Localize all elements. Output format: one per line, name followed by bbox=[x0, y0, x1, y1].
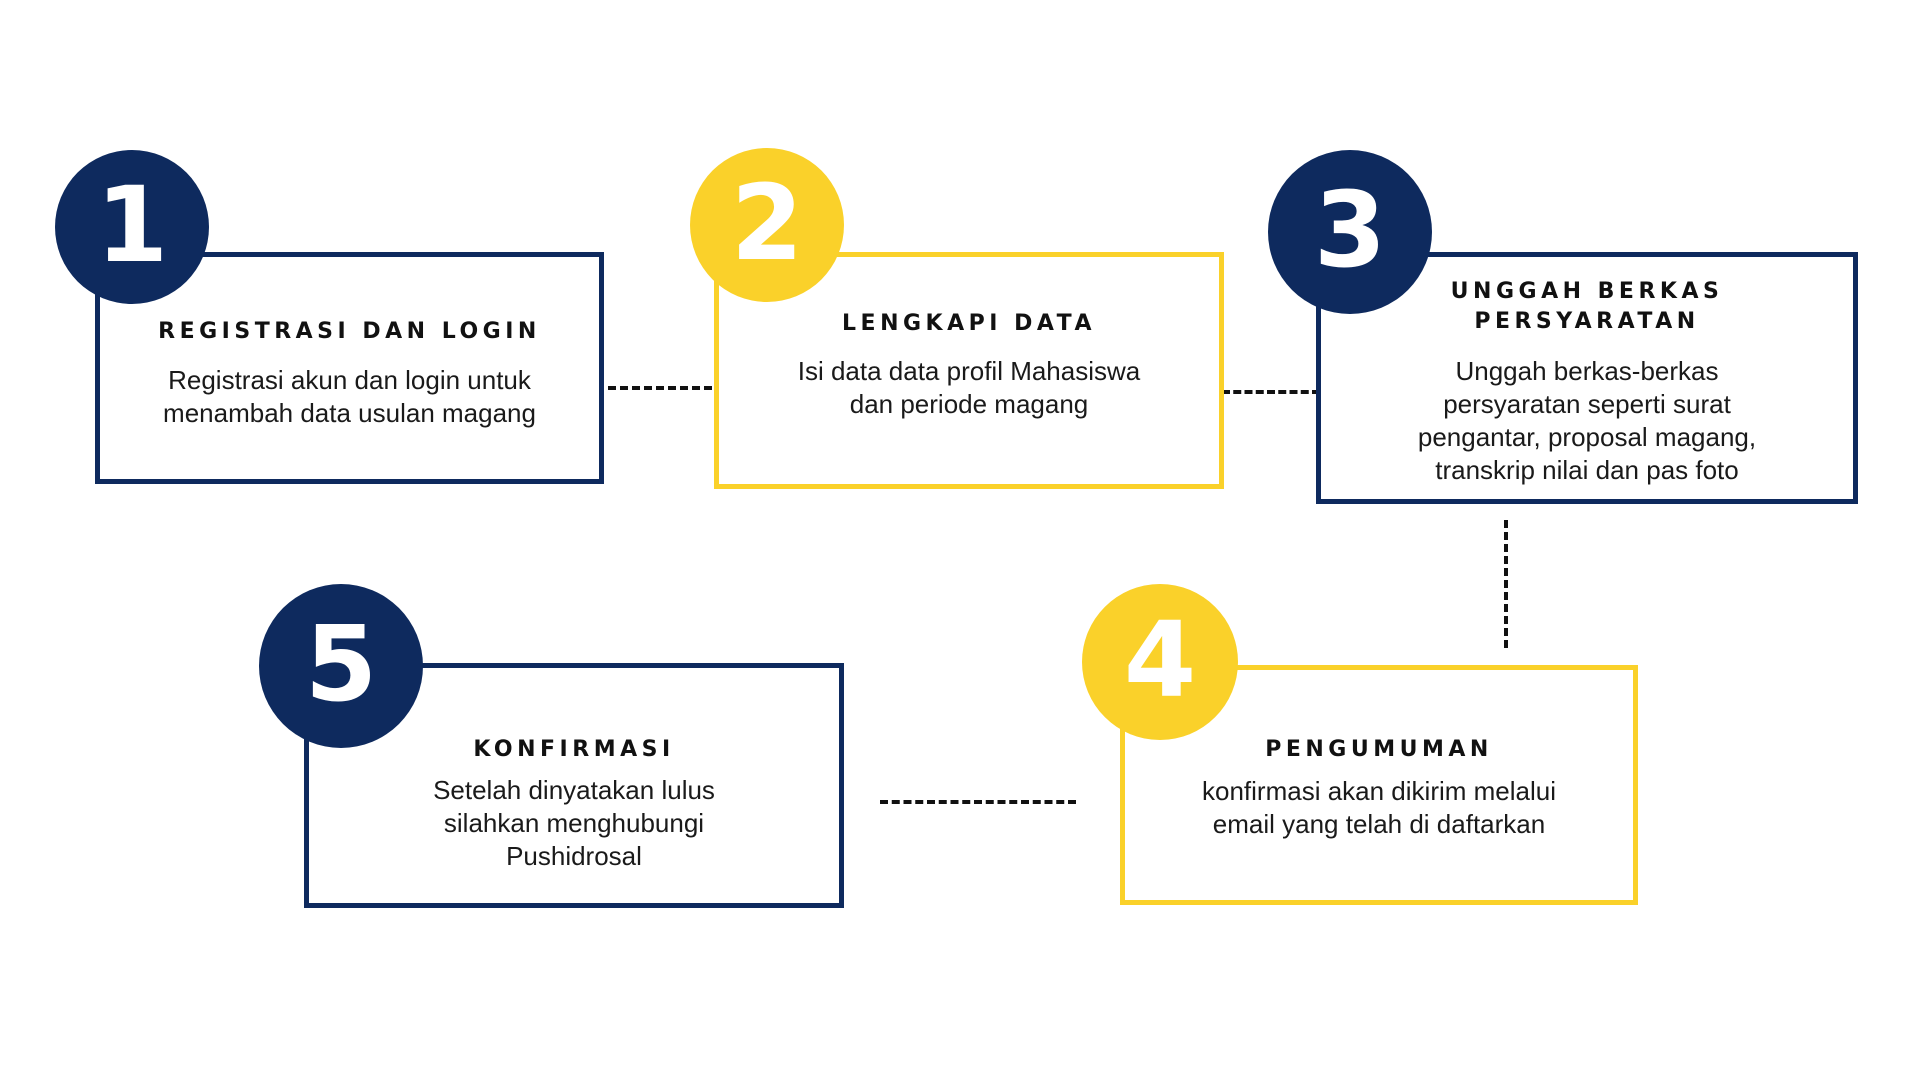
step-1-number: 1 bbox=[95, 164, 169, 286]
step-1-box: REGISTRASI DAN LOGIN Registrasi akun dan… bbox=[95, 252, 604, 484]
step-4-number: 4 bbox=[1123, 599, 1197, 721]
step-2-number-badge: 2 bbox=[690, 148, 844, 302]
step-2-title: LENGKAPI DATA bbox=[842, 311, 1096, 336]
connector-3-4 bbox=[1504, 520, 1508, 648]
step-4-box: PENGUMUMAN konfirmasi akan dikirim melal… bbox=[1120, 665, 1638, 905]
step-2-description: Isi data data profil Mahasiswa dan perio… bbox=[797, 356, 1141, 419]
step-1-number-badge: 1 bbox=[55, 150, 209, 304]
step-3-description: Unggah berkas-berkas persyaratan seperti… bbox=[1417, 356, 1757, 485]
step-2-box: LENGKAPI DATA Isi data data profil Mahas… bbox=[714, 252, 1224, 489]
step-4-title: PENGUMUMAN bbox=[1265, 737, 1493, 762]
connector-1-2 bbox=[608, 386, 712, 390]
step-5-number: 5 bbox=[304, 603, 378, 725]
step-3-number: 3 bbox=[1313, 169, 1387, 291]
step-4-description: konfirmasi akan dikirim melalui email ya… bbox=[1202, 776, 1556, 839]
step-3-number-badge: 3 bbox=[1268, 150, 1432, 314]
step-1-description: Registrasi akun dan login untuk menambah… bbox=[163, 365, 536, 428]
step-3-box: UNGGAH BERKAS PERSYARATAN Unggah berkas-… bbox=[1316, 252, 1858, 504]
connector-2-3 bbox=[1222, 390, 1320, 394]
connector-4-5 bbox=[880, 800, 1076, 804]
step-2-number: 2 bbox=[730, 162, 804, 284]
step-5-number-badge: 5 bbox=[259, 584, 423, 748]
step-5-title: KONFIRMASI bbox=[473, 737, 675, 762]
step-5-description: Setelah dinyatakan lulus silahkan menghu… bbox=[433, 775, 715, 871]
step-1-title: REGISTRASI DAN LOGIN bbox=[158, 319, 541, 344]
step-3-title: UNGGAH BERKAS PERSYARATAN bbox=[1450, 279, 1724, 334]
step-4-number-badge: 4 bbox=[1082, 584, 1238, 740]
